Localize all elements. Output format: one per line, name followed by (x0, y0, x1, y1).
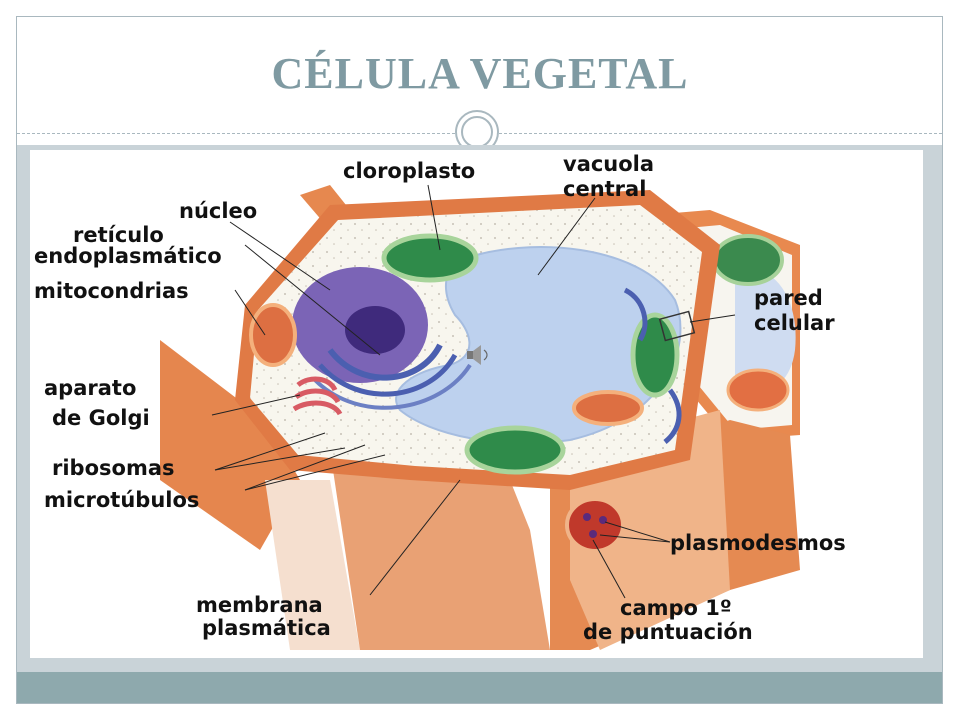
label-membrana-1: membrana (196, 593, 323, 617)
label-plasmodesmos: plasmodesmos (670, 531, 846, 555)
title-divider-right (499, 133, 942, 134)
er-right-1 (623, 287, 648, 342)
label-reticulo-2: endoplasmático (34, 244, 222, 268)
primary-pit-field (565, 497, 625, 553)
label-nucleo: núcleo (179, 199, 257, 223)
label-mitocondrias: mitocondrias (34, 279, 189, 303)
chloroplast-top (381, 233, 479, 283)
neighbour-mitochondrion (726, 368, 790, 412)
plant-cell-diagram: cloroplasto vacuola central núcleo retíc… (30, 150, 923, 658)
cell-wall-bottom (330, 450, 550, 650)
chloroplast-bottom (464, 425, 566, 475)
label-membrana-2: plasmática (202, 616, 331, 640)
label-reticulo-1: retículo (73, 223, 164, 247)
er-right-2 (663, 388, 682, 444)
leader-lines (211, 184, 736, 599)
chloroplast-right (630, 312, 680, 398)
nucleolus (345, 306, 405, 354)
plasmodesma-dot (599, 516, 607, 524)
label-campo-2: de puntuación (583, 620, 753, 644)
label-golgi-1: aparato (44, 376, 136, 400)
cell-wall-left (160, 340, 300, 550)
endoplasmic-reticulum-1 (327, 343, 443, 381)
neighbour-chloroplast (712, 234, 784, 286)
title-divider-left (17, 133, 455, 134)
golgi-3 (292, 400, 343, 416)
endoplasmic-reticulum-2 (318, 353, 458, 397)
label-pared-2: celular (754, 311, 835, 335)
label-vacuola-1: vacuola (563, 152, 654, 176)
plasmodesma-dot (589, 530, 597, 538)
label-campo-1: campo 1º (620, 596, 732, 620)
label-pared-1: pared (754, 286, 823, 310)
cell-wall-lower-face (265, 480, 360, 650)
label-cloroplasto: cloroplasto (343, 159, 475, 183)
neighbour-vacuole (735, 268, 796, 392)
mitochondrion-left (249, 303, 297, 367)
footer-band (17, 672, 942, 703)
golgi-1 (296, 376, 338, 392)
label-golgi-2: de Golgi (52, 406, 150, 430)
plasmodesma-dot (583, 513, 591, 521)
mitochondrion-right (572, 390, 644, 426)
label-ribosomas: ribosomas (52, 456, 175, 480)
label-microtubulos: microtúbulos (44, 488, 199, 512)
slide-title: CÉLULA VEGETAL (271, 49, 689, 98)
label-vacuola-2: central (563, 177, 646, 201)
speaker-icon (467, 345, 488, 365)
